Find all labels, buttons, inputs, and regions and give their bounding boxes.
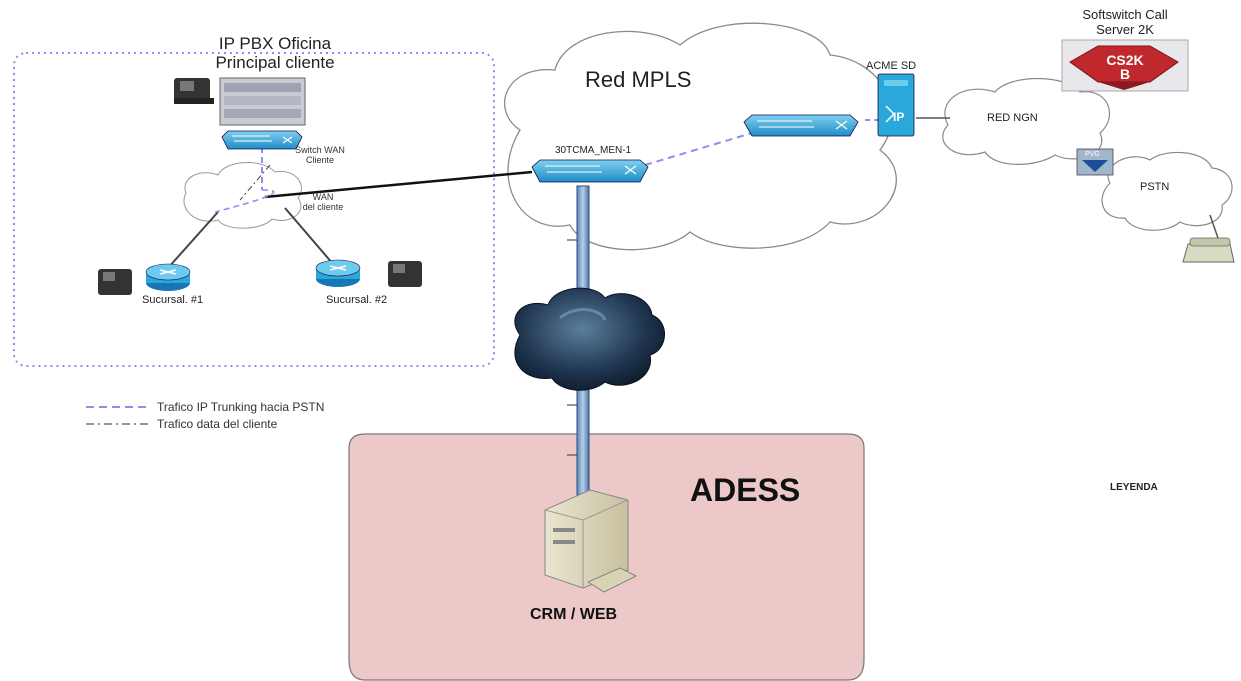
mpls-edge-switch-icon [531,159,649,183]
office-boundary [13,52,495,367]
softswitch-title: Softswitch Call Server 2K [1082,7,1168,37]
wan-cloud [183,162,302,229]
crm-web-label: CRM / WEB [530,606,618,623]
mpls-core-switch-icon [743,114,859,137]
mpls-trunk-dashed [644,129,763,166]
mpls-cloud-label: Red MPLS [585,67,692,92]
ngn-cloud [942,78,1110,165]
office-title: IP PBX Oficina Principal cliente [180,34,370,72]
pbx-server-rack [219,77,306,126]
wan-data-dashdot [239,164,271,201]
branch1-phone-icon [98,269,132,295]
pvg-badge: PVG [1085,151,1100,158]
ngn-cloud-label: RED NGN [987,112,1038,124]
wan-branch1-link [167,211,219,269]
pstn-telephone-icon [1182,237,1235,263]
wan-branch2-link [284,207,334,265]
adess-title: ADESS [690,472,801,508]
wan-cliente-label: WAN del cliente [302,192,344,212]
switch-wan-cliente-icon [221,130,303,150]
pstn-cloud [1101,151,1233,231]
branch2-label: Sucursal. #2 [326,294,388,306]
internet-storm-cloud [514,287,665,391]
branch1-label: Sucursal. #1 [142,294,204,306]
branch2-phone-icon [388,261,422,287]
acme-sd-label: ACME SD [866,60,917,72]
cs2k-badge-text: CS2K B [1106,52,1144,82]
pvg-gateway-icon [1076,148,1114,176]
office-title-line2: Principal cliente [215,53,335,72]
office-ip-phone-icon [174,78,214,104]
acme-sd-device-icon [877,73,915,137]
pstn-cloud-label: PSTN [1140,181,1170,193]
branch2-router-icon [315,259,361,287]
acme-ip-badge: IP [893,110,905,124]
switch-wan-label: Switch WAN Cliente [295,145,345,165]
branch1-router-icon [145,263,191,291]
office-title-line1: IP PBX Oficina [218,34,332,53]
wan-to-mpls-link [264,170,533,199]
mpls-cloud [503,22,897,251]
legend-item-trunking: Trafico IP Trunking hacia PSTN [157,400,325,414]
legend-title: LEYENDA [1110,482,1158,493]
pstn-phone-link [1209,214,1219,239]
legend-item-data: Trafico data del cliente [157,417,278,431]
mpls-router-label: 30TCMA_MEN-1 [555,145,632,156]
crm-web-server-icon [544,489,637,593]
cs2k-softswitch-icon [1061,39,1189,92]
